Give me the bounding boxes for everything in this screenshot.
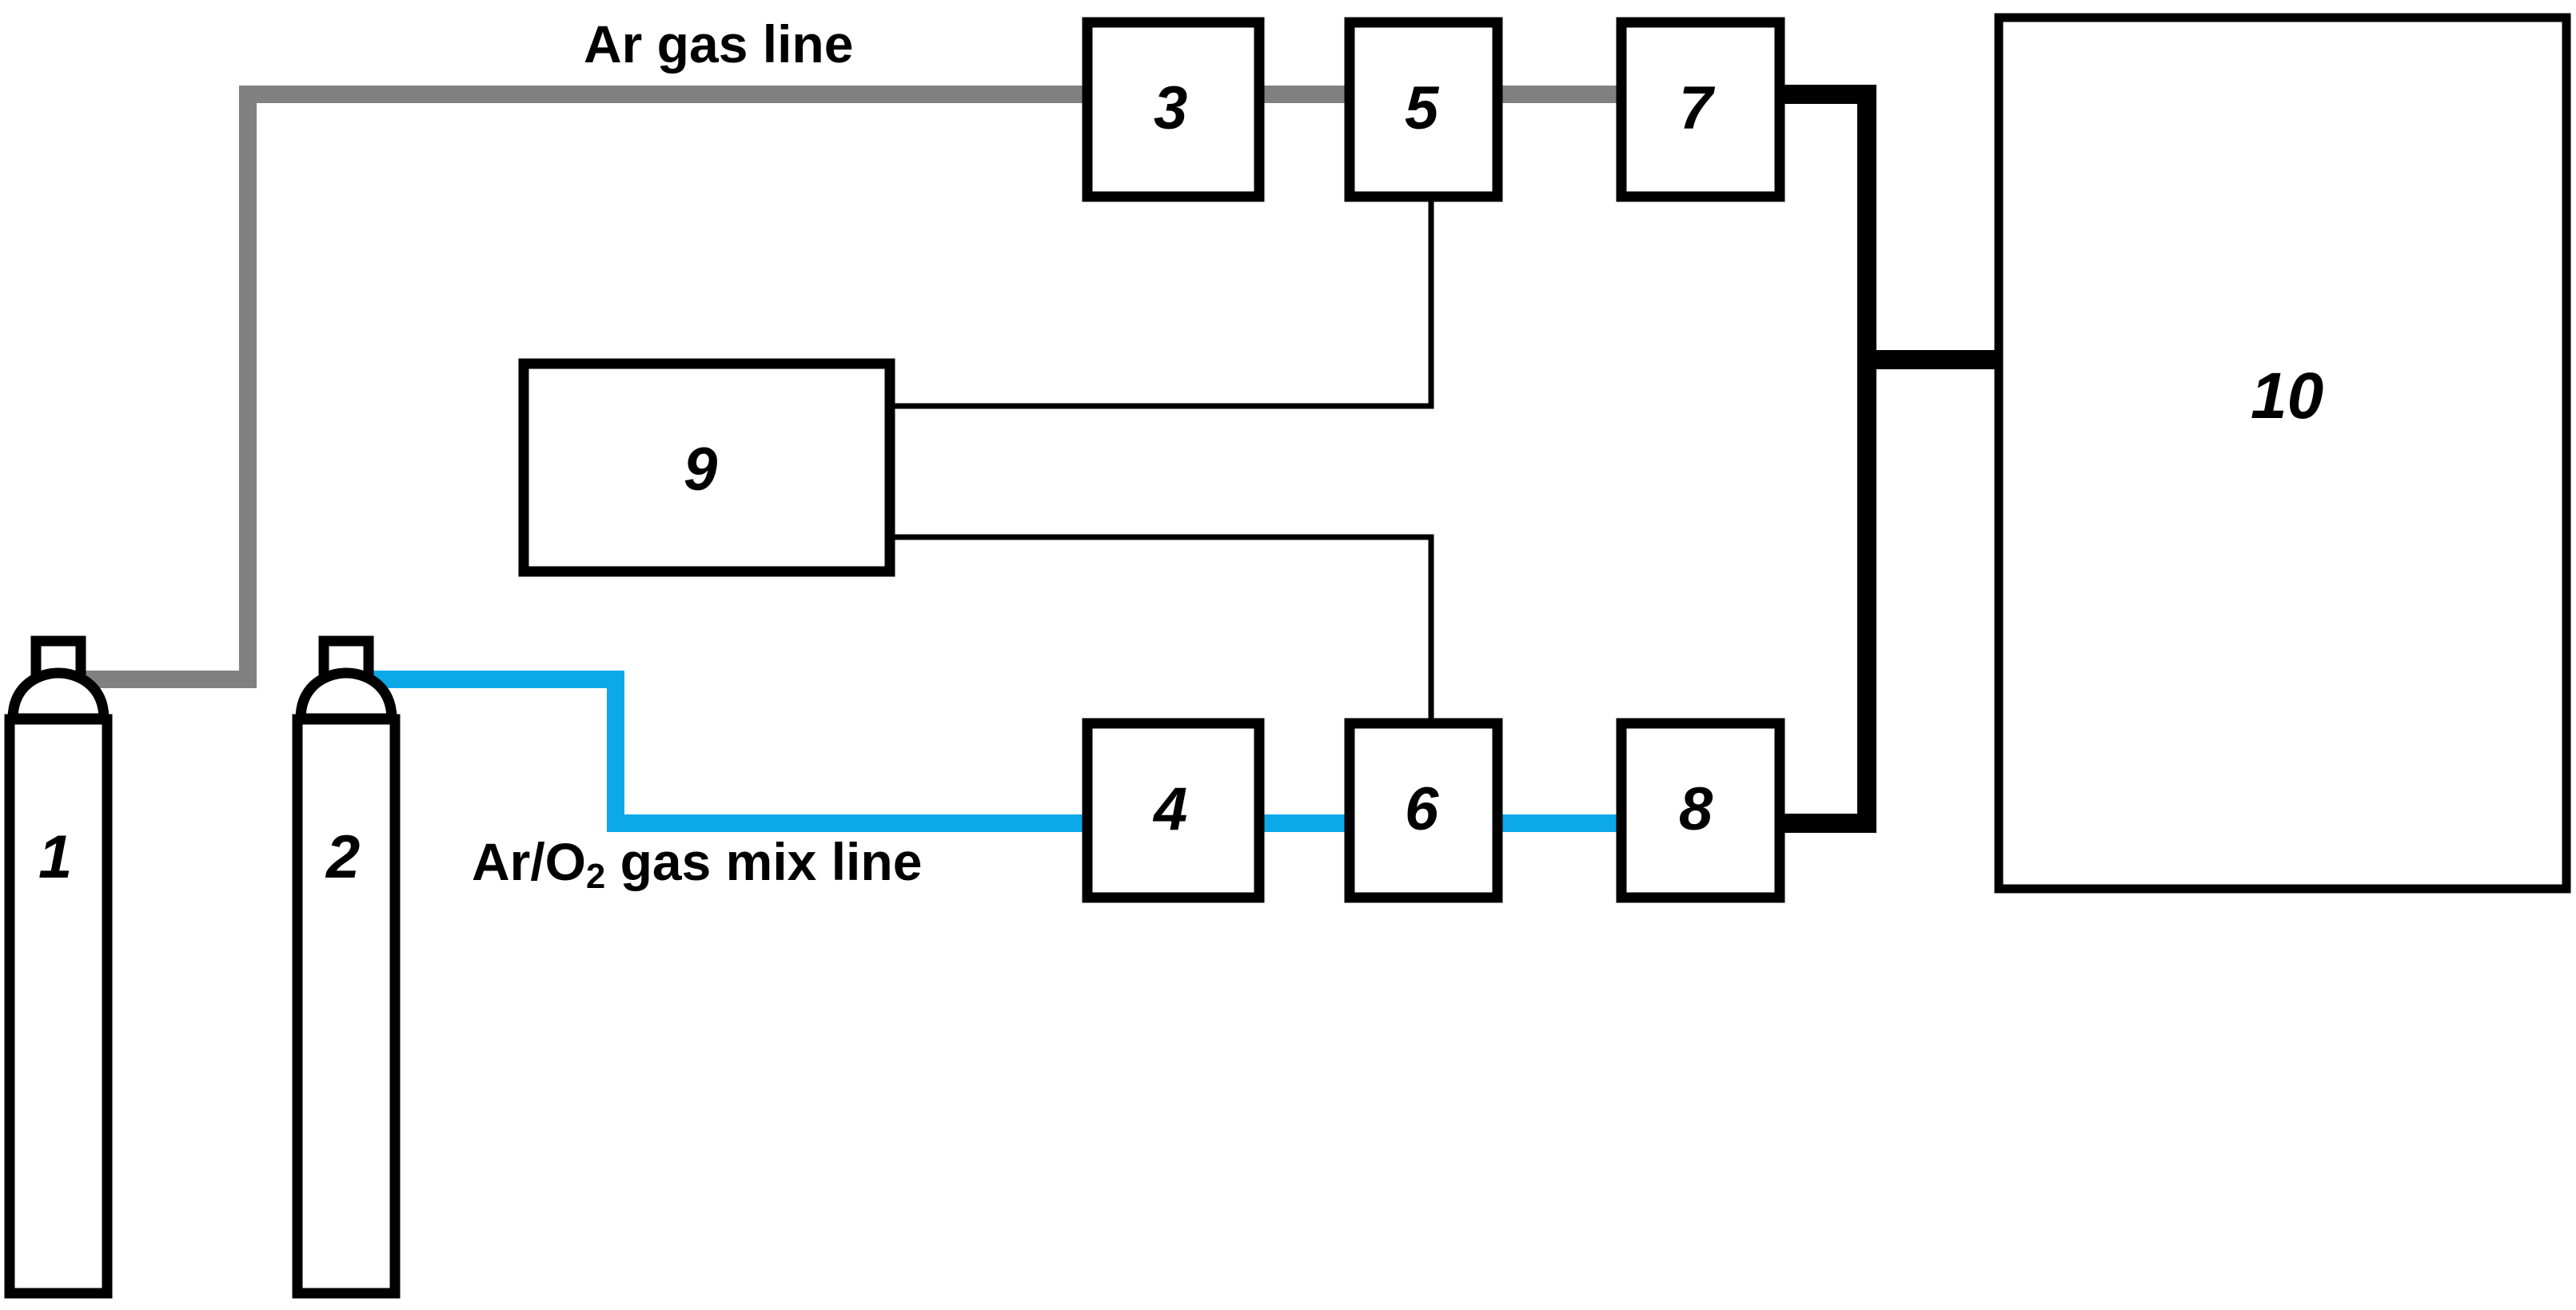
component-box-4 xyxy=(1082,718,1265,903)
gas-cylinder-1 xyxy=(4,635,113,1299)
component-box-8 xyxy=(1616,718,1785,903)
component-box-7 xyxy=(1616,17,1785,202)
gas-cylinder-2 xyxy=(292,635,401,1299)
component-box-10 xyxy=(1994,13,2571,894)
component-box-3 xyxy=(1082,17,1265,202)
ar-gas-line xyxy=(48,86,1871,688)
control-lines xyxy=(890,198,1434,719)
component-box-6 xyxy=(1344,718,1503,903)
manifold-line xyxy=(1776,85,2003,833)
component-box-9 xyxy=(518,358,895,577)
component-box-5 xyxy=(1344,17,1503,202)
